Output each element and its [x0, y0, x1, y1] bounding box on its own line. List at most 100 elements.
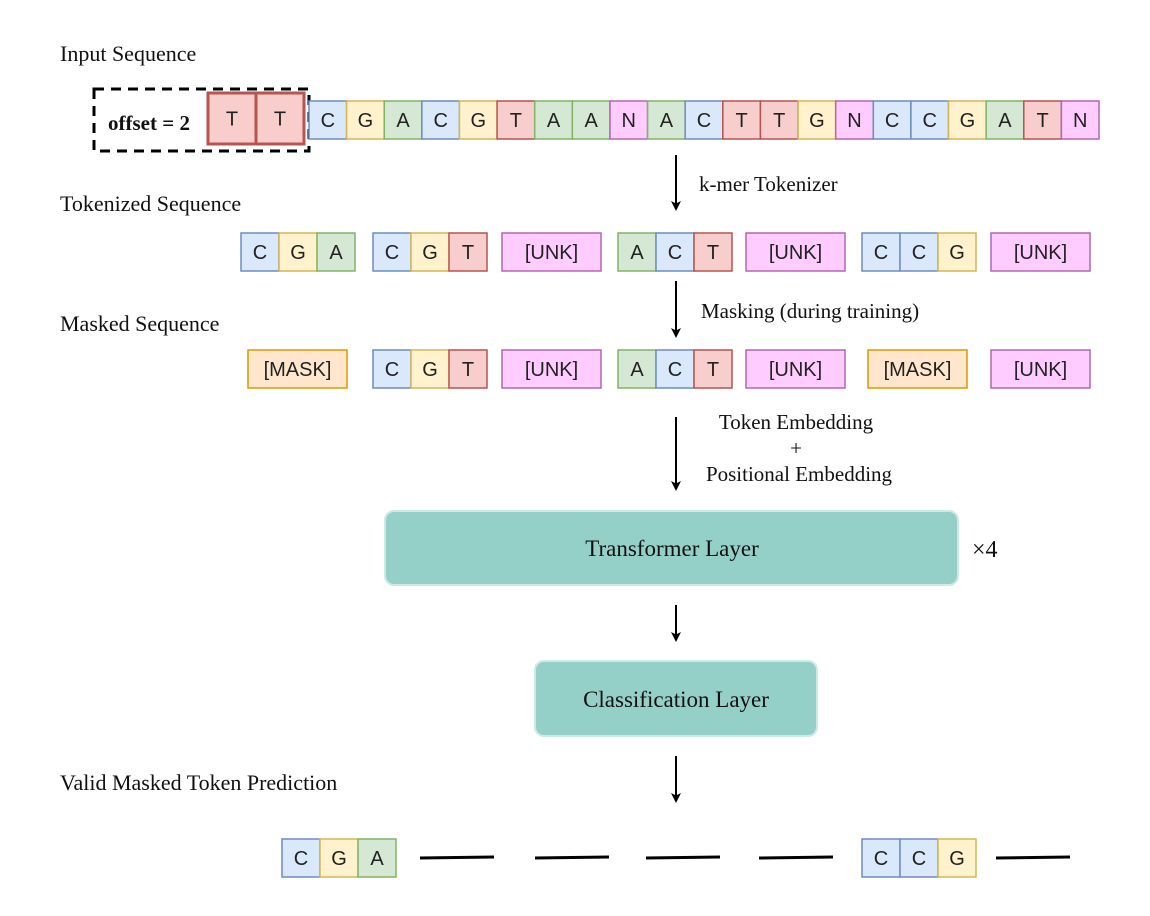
blank-prediction — [419, 855, 495, 860]
tokenized-sequence-label: Tokenized Sequence — [60, 191, 241, 216]
token-base-box — [281, 838, 321, 878]
token-base: T — [448, 232, 488, 272]
blank-prediction — [995, 855, 1071, 860]
unk-token-box — [501, 349, 602, 389]
blank-prediction — [645, 855, 721, 860]
input-base-text: G — [809, 110, 825, 132]
input-base: N — [609, 100, 649, 140]
token-base-text: C — [912, 242, 926, 264]
token-base-box — [899, 232, 939, 272]
input-base-text: C — [885, 110, 899, 132]
mask-token-box — [867, 349, 968, 389]
unk-token: [UNK] — [990, 232, 1091, 272]
token-embedding-label: Token Embedding — [719, 410, 874, 434]
masked-sequence-label: Masked Sequence — [60, 311, 219, 336]
token-base-text: G — [422, 242, 438, 264]
input-base-text: C — [321, 110, 335, 132]
transformer-layer-label: Transformer Layer — [585, 536, 759, 561]
input-base: T — [759, 100, 799, 140]
input-base: T — [496, 100, 536, 140]
unk-token-text: [UNK] — [1014, 359, 1067, 381]
input-base-box — [1060, 100, 1100, 140]
input-base: N — [834, 100, 875, 140]
input-base-text: A — [396, 110, 410, 132]
input-base-text: C — [697, 110, 711, 132]
unk-token-text: [UNK] — [1014, 242, 1067, 264]
times-four-label: ×4 — [972, 537, 998, 563]
input-base: C — [684, 100, 724, 140]
input-base-box — [421, 100, 461, 140]
token-base-box — [448, 232, 488, 272]
offset-base-text: T — [226, 109, 238, 131]
token-base: G — [937, 232, 977, 272]
token-base-text: G — [422, 359, 438, 381]
token-base-text: A — [370, 848, 384, 870]
token-base-text: A — [630, 242, 644, 264]
token-base: A — [617, 349, 657, 389]
input-base-text: A — [547, 110, 561, 132]
unk-token: [UNK] — [501, 349, 602, 389]
token-base-box — [316, 232, 356, 272]
token-base-box — [372, 232, 412, 272]
token-base-text: C — [253, 242, 267, 264]
mask-token-text: [MASK] — [264, 359, 332, 381]
mask-token: [MASK] — [867, 349, 968, 389]
input-base: A — [646, 100, 686, 140]
token-base: C — [861, 232, 901, 272]
valid-prediction-label: Valid Masked Token Prediction — [60, 770, 337, 795]
input-base: T — [722, 100, 762, 140]
offset-base: T — [254, 91, 306, 146]
blank-prediction — [758, 855, 834, 860]
offset-base-box — [254, 91, 306, 146]
input-base-text: C — [433, 110, 447, 132]
input-base-text: T — [510, 110, 522, 132]
token-base-box — [655, 349, 695, 389]
unk-token-text: [UNK] — [525, 242, 578, 264]
token-base-text: G — [290, 242, 306, 264]
token-base-text: T — [707, 359, 719, 381]
token-base-text: A — [329, 242, 343, 264]
input-base: A — [571, 100, 611, 140]
unk-token-box — [990, 349, 1091, 389]
token-base-box — [240, 232, 280, 272]
input-base-box — [722, 100, 762, 140]
input-base-text: N — [847, 110, 861, 132]
input-base: A — [533, 100, 574, 140]
input-base-box — [910, 100, 950, 140]
input-base: G — [345, 100, 385, 140]
token-base: C — [655, 349, 695, 389]
blank-prediction — [534, 855, 610, 860]
token-base: A — [617, 232, 657, 272]
token-base-text: G — [331, 848, 347, 870]
input-base: C — [872, 100, 912, 140]
token-base: G — [410, 349, 450, 389]
token-base: C — [655, 232, 695, 272]
input-base: G — [458, 100, 498, 140]
token-base: C — [240, 232, 280, 272]
token-base-text: C — [668, 359, 682, 381]
input-base-text: C — [923, 110, 937, 132]
input-base-box — [496, 100, 536, 140]
input-base: A — [985, 100, 1025, 140]
token-base-text: T — [462, 242, 474, 264]
input-base-text: T — [736, 110, 748, 132]
input-base-box — [834, 100, 875, 140]
token-base: A — [316, 232, 356, 272]
token-base-text: C — [874, 848, 888, 870]
token-base: G — [937, 838, 977, 878]
input-base: G — [797, 100, 837, 140]
token-base-text: C — [385, 359, 399, 381]
token-base-text: C — [668, 242, 682, 264]
unk-token-box — [501, 232, 602, 272]
token-base: C — [372, 232, 412, 272]
unk-token: [UNK] — [745, 232, 846, 272]
token-base: C — [372, 349, 412, 389]
token-base-text: C — [294, 848, 308, 870]
token-base-box — [861, 838, 901, 878]
